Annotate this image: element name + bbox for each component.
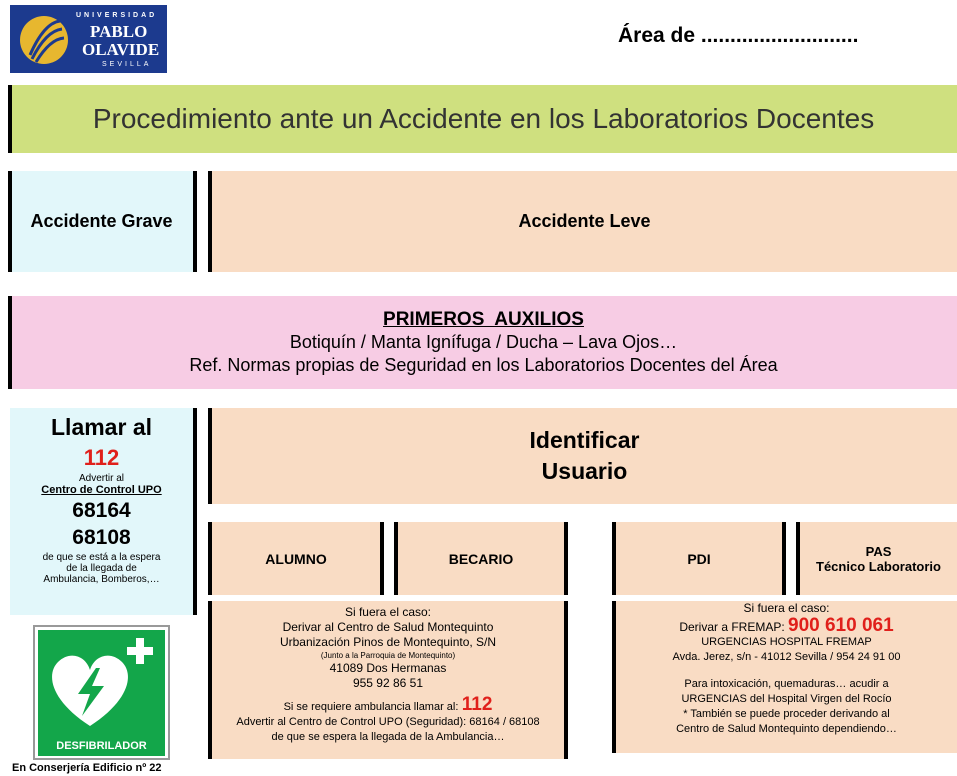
divider xyxy=(612,522,616,595)
divider xyxy=(782,522,786,595)
grave-label: Accidente Grave xyxy=(30,211,173,231)
right-info-line: * También se puede proceder derivando al xyxy=(683,708,890,720)
divider xyxy=(208,522,212,595)
right-info-line: Si fuera el caso: xyxy=(743,601,830,615)
fremap-line: Derivar a FREMAP: 900 610 061 xyxy=(616,615,957,636)
auxilios-title: PRIMEROS AUXILIOS xyxy=(383,309,584,330)
left-info-line: de que se espera la llegada de la Ambula… xyxy=(271,731,505,743)
right-info-line: Para intoxicación, quemaduras… acudir a xyxy=(684,678,889,690)
divider xyxy=(208,601,212,759)
divider xyxy=(193,171,197,272)
espera-line3: Ambulancia, Bomberos,… xyxy=(43,574,160,585)
identificar-line2: Usuario xyxy=(541,458,628,484)
emergency-number: 112 xyxy=(83,445,120,470)
pdi-box: PDI xyxy=(616,522,782,595)
university-logo: UNIVERSIDAD PABLO OLAVIDE SEVILLA xyxy=(10,5,167,73)
control-number-2: 68108 xyxy=(72,526,131,549)
page-title: Procedimiento ante un Accidente en los L… xyxy=(92,103,875,134)
logo-text-pablo: PABLO xyxy=(90,22,148,41)
divider xyxy=(8,171,12,272)
espera-line1: de que se está a la espera xyxy=(42,552,161,563)
pas-label: PAS xyxy=(865,543,892,559)
defibrillator-sign: DESFIBRILADOR xyxy=(33,625,170,760)
logo-text-top: UNIVERSIDAD xyxy=(76,12,158,19)
leve-box: Accidente Leve xyxy=(212,171,957,272)
divider xyxy=(208,408,212,504)
divider xyxy=(208,171,212,272)
divider xyxy=(193,408,197,615)
divider xyxy=(394,522,398,595)
left-info-line: (Junto a la Parroquia de Montequinto) xyxy=(320,651,456,660)
divider xyxy=(564,601,568,759)
defib-location: En Conserjería Edificio nº 22 xyxy=(12,762,162,774)
left-info-112: 112 xyxy=(461,694,493,715)
auxilios-line1: Botiquín / Manta Ignífuga / Ducha – Lava… xyxy=(289,332,678,352)
alumno-box: ALUMNO xyxy=(212,522,380,595)
defib-green-panel: DESFIBRILADOR xyxy=(38,630,165,756)
control-number-1: 68164 xyxy=(72,499,131,522)
pdi-label: PDI xyxy=(687,550,711,567)
right-info-line: Centro de Salud Montequinto dependiendo… xyxy=(676,723,897,735)
left-info-line: Urbanización Pinos de Montequinto, S/N xyxy=(279,635,497,649)
title-banner: Procedimiento ante un Accidente en los L… xyxy=(10,85,957,153)
left-info-line: 41089 Dos Hermanas xyxy=(329,661,447,675)
left-info-line: Derivar al Centro de Salud Montequinto xyxy=(282,620,494,634)
defib-label: DESFIBRILADOR xyxy=(56,740,147,752)
leve-label: Accidente Leve xyxy=(518,211,651,231)
espera-line2: de la llegada de xyxy=(66,563,137,574)
llamar-title: Llamar al xyxy=(51,414,152,440)
logo-text-olavide: OLAVIDE xyxy=(82,40,160,59)
left-info-line: Advertir al Centro de Control UPO (Segur… xyxy=(236,716,540,728)
right-info-line: Avda. Jerez, s/n - 41012 Sevilla / 954 2… xyxy=(672,651,901,663)
left-info-ambulance-text: Si se requiere ambulancia llamar al: xyxy=(283,701,459,713)
primeros-auxilios-box: PRIMEROS AUXILIOS Botiquín / Manta Igníf… xyxy=(10,296,957,389)
divider xyxy=(380,522,384,595)
alumno-label: ALUMNO xyxy=(265,550,327,567)
right-info-line: URGENCIAS del Hospital Virgen del Rocío xyxy=(681,693,892,705)
left-info-ambulance-line: Si se requiere ambulancia llamar al: 112 xyxy=(212,694,564,715)
area-label: Área de ........................... xyxy=(618,24,859,47)
identificar-box: Identificar Usuario xyxy=(212,408,957,504)
becario-box: BECARIO xyxy=(398,522,564,595)
pas-box: PAS Técnico Laboratorio xyxy=(800,522,957,595)
left-info-line: 955 92 86 51 xyxy=(352,676,424,690)
logo-text-sevilla: SEVILLA xyxy=(102,61,152,68)
divider xyxy=(612,601,616,753)
divider xyxy=(564,522,568,595)
pas-sublabel: Técnico Laboratorio xyxy=(816,558,941,574)
llamar-advertir: Advertir al xyxy=(78,473,124,484)
pdi-info-box: Si fuera el caso: Derivar a FREMAP: 900 … xyxy=(616,601,957,753)
divider xyxy=(8,85,12,153)
divider xyxy=(796,522,800,595)
grave-box: Accidente Grave xyxy=(10,171,193,272)
left-info-line: Si fuera el caso: xyxy=(344,605,432,619)
logo-emblem-icon xyxy=(20,16,68,64)
becario-label: BECARIO xyxy=(448,550,514,567)
identificar-line1: Identificar xyxy=(529,427,640,453)
heart-bolt-icon xyxy=(52,638,153,726)
right-info-line: URGENCIAS HOSPITAL FREMAP xyxy=(701,636,872,648)
alumno-info-box: Si fuera el caso: Derivar al Centro de S… xyxy=(212,601,564,759)
auxilios-line2: Ref. Normas propias de Seguridad en los … xyxy=(189,355,778,375)
centro-control: Centro de Control UPO xyxy=(41,484,162,496)
divider xyxy=(8,296,12,389)
fremap-text: Derivar a FREMAP: xyxy=(679,620,785,634)
llamar-box: Llamar al 112 Advertir al Centro de Cont… xyxy=(10,408,193,615)
fremap-number: 900 610 061 xyxy=(788,615,894,636)
